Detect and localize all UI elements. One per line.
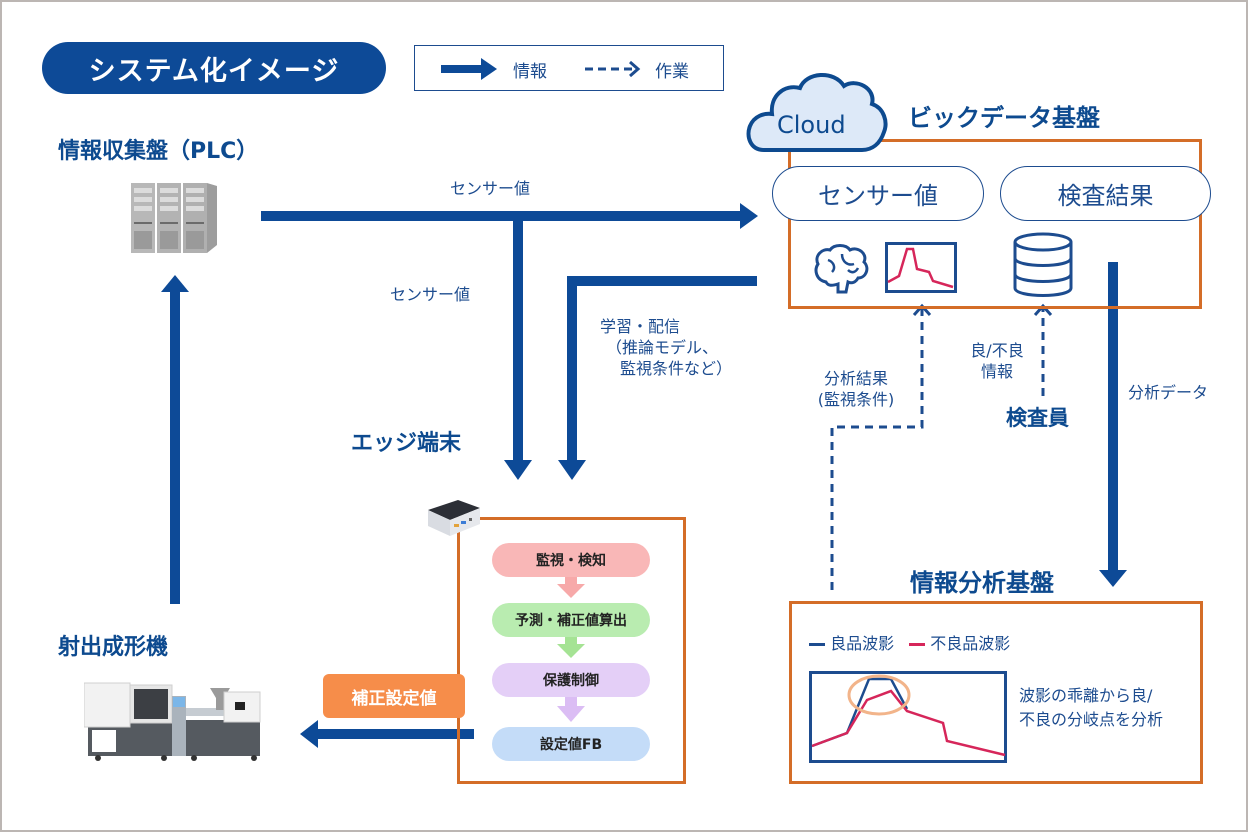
arrow-plc-to-bigdata-head	[740, 203, 758, 229]
inspector-label: 検査員	[1006, 406, 1069, 430]
arrow-legend: 情報 作業	[414, 45, 724, 91]
edge-label-line: 分析結果	[823, 369, 888, 388]
analysis-box	[789, 601, 1203, 784]
arrow-bigdata-to-edge-v	[567, 276, 577, 462]
edge-terminal-box	[457, 517, 686, 784]
cloud-label: Cloud	[777, 111, 846, 139]
edge-label-analysis-to-bigdata: 分析結果 (監視条件)	[808, 368, 904, 410]
bigdata-pill-inspection: 検査結果	[1000, 166, 1211, 221]
bigdata-pill-sensor: センサー値	[772, 166, 984, 221]
solid-arrow-icon	[441, 58, 497, 80]
edge-label-plc-to-edge: センサー値	[390, 285, 471, 304]
bigdata-box	[788, 139, 1202, 309]
mini-pc-icon[interactable]	[424, 496, 484, 540]
edge-label-line: 監視条件など）	[620, 359, 733, 378]
bigdata-heading: ビックデータ基盤	[908, 104, 1100, 132]
waveform-chart-icon	[885, 242, 957, 293]
cloud-icon	[746, 72, 888, 152]
edge-step-protect: 保護制御	[492, 663, 650, 697]
brain-icon	[814, 244, 869, 294]
database-icon	[1013, 232, 1073, 297]
edge-label-line: 情報	[980, 362, 1013, 381]
analysis-description: 波影の乖離から良/ 不良の分岐点を分析	[1019, 684, 1163, 732]
arrow-bigdata-to-edge-head	[558, 460, 586, 480]
legend-solid-label: 情報	[513, 62, 547, 82]
edge-label-line: 良/不良	[970, 341, 1024, 360]
step-arrow	[557, 577, 585, 598]
analysis-description-line: 波影の乖離から良/	[1019, 686, 1153, 705]
edge-label-line: 学習・配信	[600, 317, 681, 336]
bad-wave-legend-label: 不良品波影	[930, 634, 1011, 653]
edge-heading: エッジ端末	[351, 431, 462, 456]
arrow-bigdata-to-analysis-head	[1099, 570, 1127, 587]
edge-label-bigdata-to-edge: 学習・配信 （推論モデル、 監視条件など）	[600, 316, 732, 379]
good-wave-legend-label: 良品波影	[830, 634, 895, 653]
page-title: システム化イメージ	[42, 42, 386, 94]
bad-wave-line	[811, 689, 1006, 757]
dashed-arrow-icon	[585, 60, 641, 78]
good-wave-swatch	[809, 643, 825, 646]
bad-wave-swatch	[909, 643, 926, 646]
edge-label-bigdata-to-analysis: 分析データ	[1128, 383, 1209, 402]
plc-heading: 情報収集盤（PLC）	[58, 139, 259, 164]
edge-label-line: (監視条件)	[817, 390, 895, 409]
edge-label-inspector-to-bigdata: 良/不良 情報	[962, 340, 1032, 382]
edge-step-monitor: 監視・検知	[492, 543, 650, 577]
arrow-bigdata-to-analysis	[1108, 262, 1118, 572]
analysis-heading: 情報分析基盤	[910, 569, 1054, 597]
arrow-plc-to-bigdata	[261, 211, 741, 221]
analysis-legend: 良品波影 不良品波影	[809, 633, 1010, 654]
injection-molding-machine-icon[interactable]	[84, 680, 266, 762]
edge-label-plc-to-bigdata: センサー値	[450, 179, 531, 198]
arrow-bigdata-to-edge-h	[567, 276, 757, 286]
arrow-machine-to-plc	[170, 290, 180, 604]
waveform-comparison-chart	[809, 671, 1007, 763]
analysis-description-line: 不良の分岐点を分析	[1019, 710, 1164, 729]
dashed-analysis-to-bigdata	[830, 308, 924, 590]
legend-dashed-label: 作業	[655, 62, 689, 82]
edge-step-feedback: 設定値FB	[492, 727, 650, 761]
arrow-plc-to-edge-head	[504, 460, 532, 480]
arrow-plc-to-edge	[513, 216, 523, 462]
edge-step-predict: 予測・補正値算出	[492, 603, 650, 637]
divergence-highlight	[847, 674, 911, 716]
step-arrow	[557, 637, 585, 658]
correction-setpoint-badge: 補正設定値	[323, 674, 465, 718]
arrow-machine-to-plc-head	[161, 275, 189, 292]
edge-label-line: （推論モデル、	[606, 338, 719, 357]
arrow-edge-to-machine-head	[300, 720, 318, 748]
step-arrow	[557, 697, 585, 722]
server-rack-icon[interactable]	[131, 183, 219, 255]
arrow-edge-to-machine	[316, 729, 474, 739]
injection-machine-heading: 射出成形機	[58, 635, 169, 660]
